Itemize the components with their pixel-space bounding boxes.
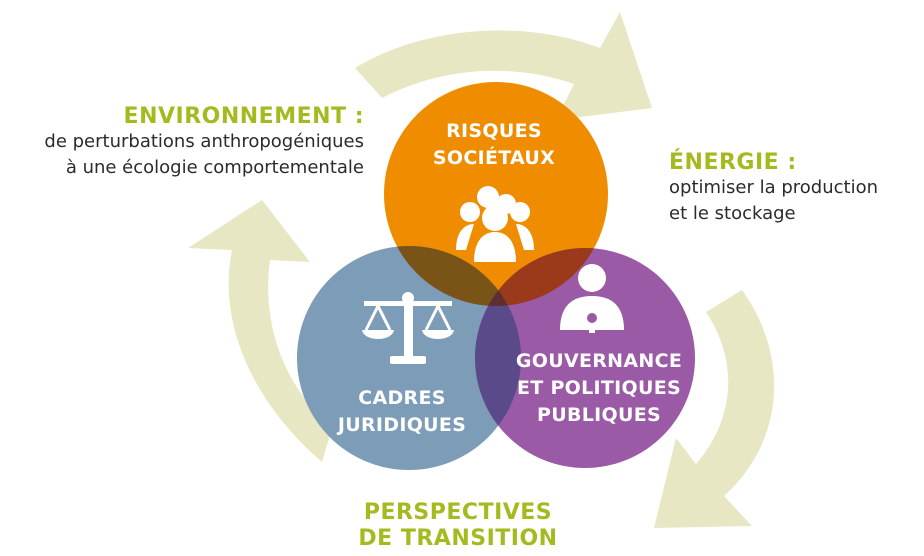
cycle-arrow-right (654, 290, 775, 528)
energie-line1: optimiser la production (669, 177, 879, 198)
label-energie: ÉNERGIE : optimiser la production et le … (669, 150, 924, 227)
risques-line2: SOCIÉTAUX (432, 147, 556, 169)
perspectives-line1: PERSPECTIVES (363, 500, 553, 525)
cycle-arrow-left (188, 200, 332, 462)
gouvernance-line2: ET POLITIQUES (517, 377, 681, 399)
environnement-line1: de perturbations anthropogéniques (44, 131, 364, 152)
label-environnement: ENVIRONNEMENT : de perturbations anthrop… (4, 104, 364, 181)
circle-gouvernance (475, 248, 695, 468)
cycle-arrows (188, 12, 775, 528)
gouvernance-line1: GOUVERNANCE (515, 350, 683, 372)
circle-label-cadres: CADRES JURIDIQUES (322, 385, 482, 439)
circle-label-risques: RISQUES SOCIÉTAUX (404, 118, 584, 172)
risques-line1: RISQUES (446, 120, 542, 142)
energie-line2: et le stockage (669, 203, 796, 224)
perspectives-line2: DE TRANSITION (358, 526, 558, 551)
cadres-line2: JURIDIQUES (337, 414, 467, 436)
energie-title: ÉNERGIE : (669, 150, 797, 175)
circle-label-gouvernance: GOUVERNANCE ET POLITIQUES PUBLIQUES (494, 348, 704, 429)
person-gear-icon (560, 264, 624, 333)
gouvernance-line3: PUBLIQUES (537, 404, 661, 426)
cycle-arrow-top (355, 12, 652, 120)
scales-icon (362, 292, 454, 364)
people-group-icon (456, 186, 534, 262)
environnement-title: ENVIRONNEMENT : (123, 104, 364, 129)
label-perspectives: PERSPECTIVES DE TRANSITION (340, 500, 576, 552)
cadres-line1: CADRES (358, 387, 446, 409)
environnement-line2: à une écologie comportementale (65, 157, 364, 178)
